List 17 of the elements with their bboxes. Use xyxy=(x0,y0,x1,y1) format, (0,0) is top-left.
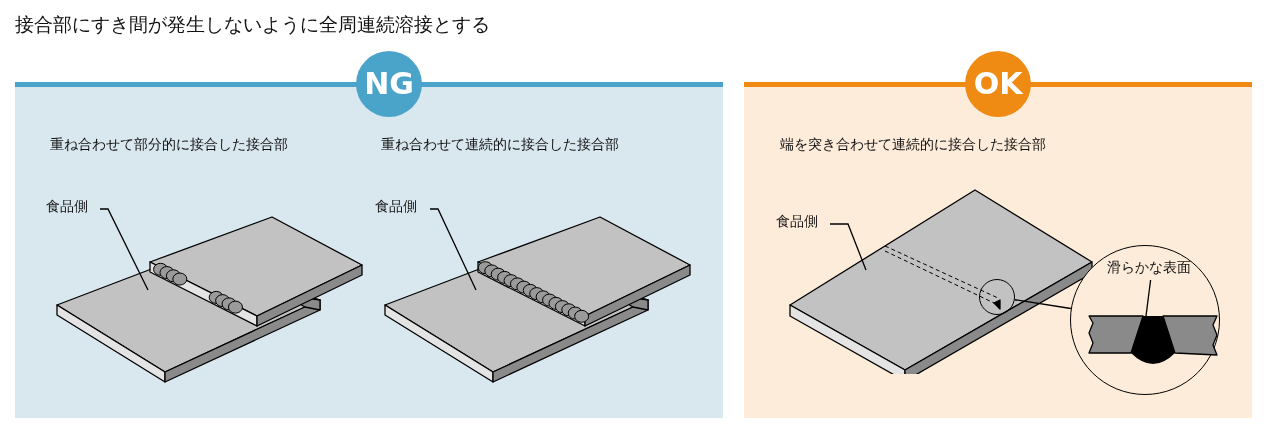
comparison-panel xyxy=(744,51,1252,418)
panel-subtitle: 端を突き合わせて連続的に接合した接合部 xyxy=(780,136,1046,154)
panel-subtitle: 重ね合わせて連続的に接合した接合部 xyxy=(381,136,619,154)
leader-line xyxy=(1014,299,1072,310)
status-badge: OK xyxy=(965,51,1031,117)
panel-subtitle: 重ね合わせて部分的に接合した接合部 xyxy=(50,136,288,154)
comparison-panel xyxy=(15,51,723,418)
leader-line xyxy=(99,208,149,291)
leader-line xyxy=(829,223,867,271)
callout-label: 食品側 xyxy=(776,213,830,235)
leader-line xyxy=(1145,279,1152,317)
page-title: 接合部にすき間が発生しないように全周連続溶接とする xyxy=(15,12,490,37)
status-badge: NG xyxy=(356,51,422,117)
callout-label: 滑らかな表面 xyxy=(1107,259,1199,281)
callout-label: 食品側 xyxy=(375,198,430,220)
leader-line xyxy=(429,208,477,291)
callout-label: 食品側 xyxy=(46,198,100,220)
